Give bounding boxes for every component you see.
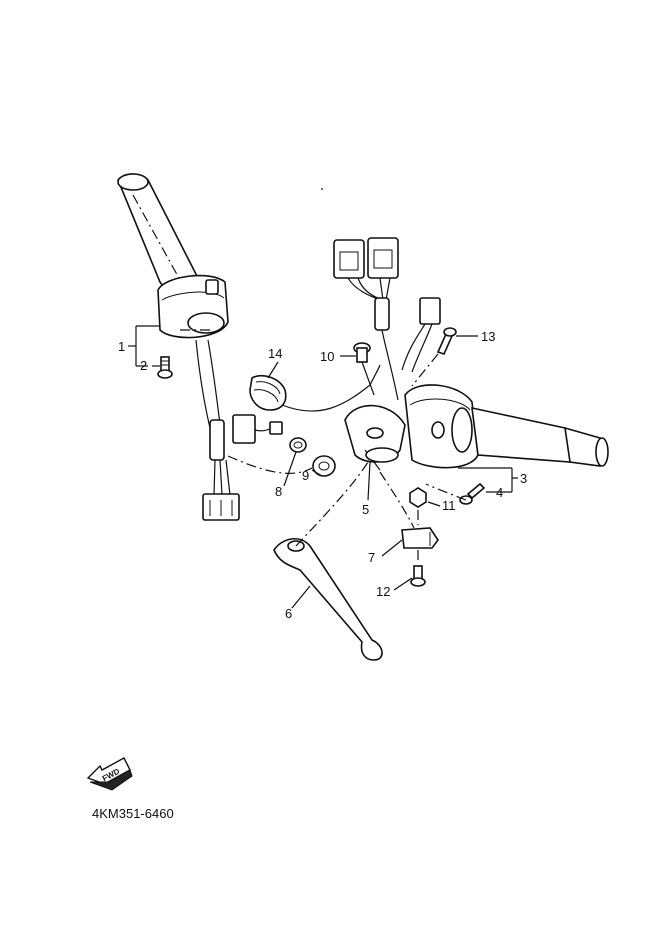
left-wire-harness: [195, 339, 240, 521]
clutch-switch-part-7: [401, 527, 439, 549]
left-handlebar-grip: [117, 173, 201, 291]
callout-10: 10: [320, 349, 334, 364]
clutch-lever-part-6: [273, 538, 383, 661]
bolt-part-10: [353, 342, 375, 396]
callout-11: 11: [442, 498, 456, 513]
callout-14: 14: [268, 346, 282, 361]
adjuster-part-8: [289, 437, 307, 453]
clutch-switch-wire-part-14: [232, 364, 381, 444]
fwd-arrow-icon: FWD: [86, 757, 133, 791]
knob-part-9: [312, 455, 336, 477]
screw-part-13: [436, 327, 457, 355]
callout-4: 4: [496, 485, 503, 500]
right-switch-housing: [404, 384, 479, 469]
drawing-code: 4KM351-6460: [92, 806, 174, 821]
callout-labels: 1 2 3 4 5 6 7 8 9 10 11 12 13 14: [118, 329, 527, 621]
callout-9: 9: [302, 468, 309, 483]
callout-2: 2: [140, 358, 147, 373]
callout-7: 7: [368, 550, 375, 565]
left-switch-housing: [157, 274, 229, 339]
callout-6: 6: [285, 606, 292, 621]
callout-8: 8: [275, 484, 282, 499]
lever-holder-part-5: [344, 404, 406, 471]
callout-12: 12: [376, 584, 390, 599]
screw-part-4: [459, 482, 486, 505]
screw-part-2: [157, 356, 173, 379]
upper-connectors: [333, 237, 441, 401]
callout-5: 5: [362, 502, 369, 517]
leader-lines: [128, 325, 518, 609]
screw-part-12: [410, 565, 426, 587]
callout-1: 1: [118, 339, 125, 354]
callout-13: 13: [481, 329, 495, 344]
nut-part-11: [409, 487, 427, 508]
assembly-lines: [180, 188, 467, 564]
right-handlebar-grip: [471, 406, 609, 467]
callout-3: 3: [520, 471, 527, 486]
